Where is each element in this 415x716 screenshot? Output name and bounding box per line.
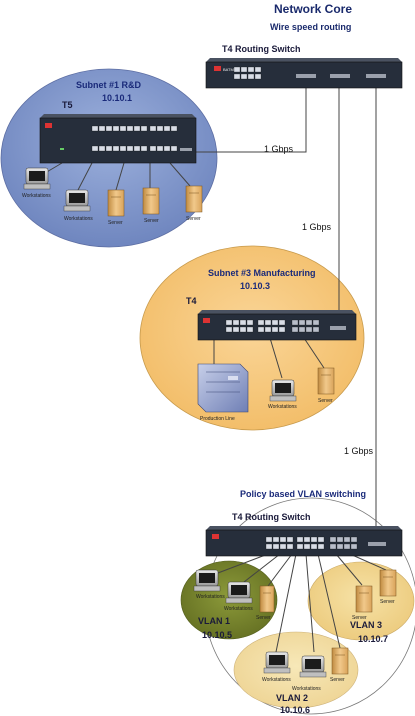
subnet3-switch [197,310,357,341]
subnet1-ws2-label: Workstations [64,216,93,222]
vlan3-srv1-label: Server [352,615,367,621]
vlan2-name: VLAN 2 [276,693,309,703]
production-line-icon [197,363,249,413]
subnet1-address: 10.10.1 [102,93,133,103]
vlan1-ws1-label: Workstations [196,594,225,600]
vlan3-server-2-icon [379,569,397,597]
subnet3-ws-label: Workstations [268,404,297,410]
link-2-label: 1 Gbps [302,222,332,232]
subnet1-srv2-label: Server [144,218,159,224]
subnet1-srv3-label: Server [186,216,201,222]
subnet1-srv1-label: Server [108,220,123,226]
core-switch: BATM [205,58,403,89]
subnet1-workstation-1-icon [23,167,51,190]
diagram-subtitle: Wire speed routing [270,22,352,32]
t5-switch [39,114,197,164]
vlan1-ws2-label: Workstations [224,606,253,612]
subnet1-ws1-label: Workstations [22,193,51,199]
vlan2-ws2-label: Workstations [292,686,321,692]
vlan2-server-icon [331,647,349,675]
vlan-switch [205,526,403,557]
vlan1-address: 10.10.5 [202,630,233,640]
link-1-label: 1 Gbps [264,144,294,154]
link-3-label: 1 Gbps [344,446,374,456]
batm-logo-icon [214,66,221,71]
subnet3-srv-label: Server [318,398,333,404]
subnet1-server-3-icon [185,185,203,213]
vlan2-address: 10.10.6 [280,705,311,715]
subnet1-switch-label: T5 [62,100,73,110]
vlan1-srv-label: Server [256,615,271,621]
vlan3-name: VLAN 3 [350,620,383,630]
subnet1-workstation-2-icon [63,189,91,212]
vlan1-server-icon [259,585,275,613]
subnet1-server-1-icon [107,189,125,217]
vlan-section-title: Policy based VLAN switching [240,489,367,499]
core-logo-text: BATM [223,67,234,72]
vlan1-name: VLAN 1 [198,616,231,626]
subnet3-workstation-icon [269,379,297,402]
vlan2-zone [233,631,359,709]
vlan3-srv2-label: Server [380,599,395,605]
subnet1-title: Subnet #1 R&D [76,80,142,90]
subnet3-title: Subnet #3 Manufacturing [208,268,316,278]
vlan2-ws1-label: Workstations [262,677,291,683]
subnet3-address: 10.10.3 [240,281,271,291]
vlan-switch-label: T4 Routing Switch [232,512,311,522]
vlan3-server-1-icon [355,585,373,613]
subnet3-switch-label: T4 [186,296,197,306]
subnet3-server-icon [317,367,335,395]
diagram-title: Network Core [274,2,353,16]
vlan2-workstation-2-icon [299,655,327,678]
vlan2-srv-label: Server [330,677,345,683]
network-links [39,85,387,653]
vlan3-address: 10.10.7 [358,634,389,644]
core-switch-label: T4 Routing Switch [222,44,301,54]
vlan1-workstation-1-icon [193,569,221,592]
link-core-subnet1 [180,85,307,153]
vlan1-workstation-2-icon [225,581,253,604]
vlan2-workstation-1-icon [263,651,291,674]
subnet1-server-2-icon [142,187,160,215]
subnet3-line-label: Production Line [200,416,235,422]
